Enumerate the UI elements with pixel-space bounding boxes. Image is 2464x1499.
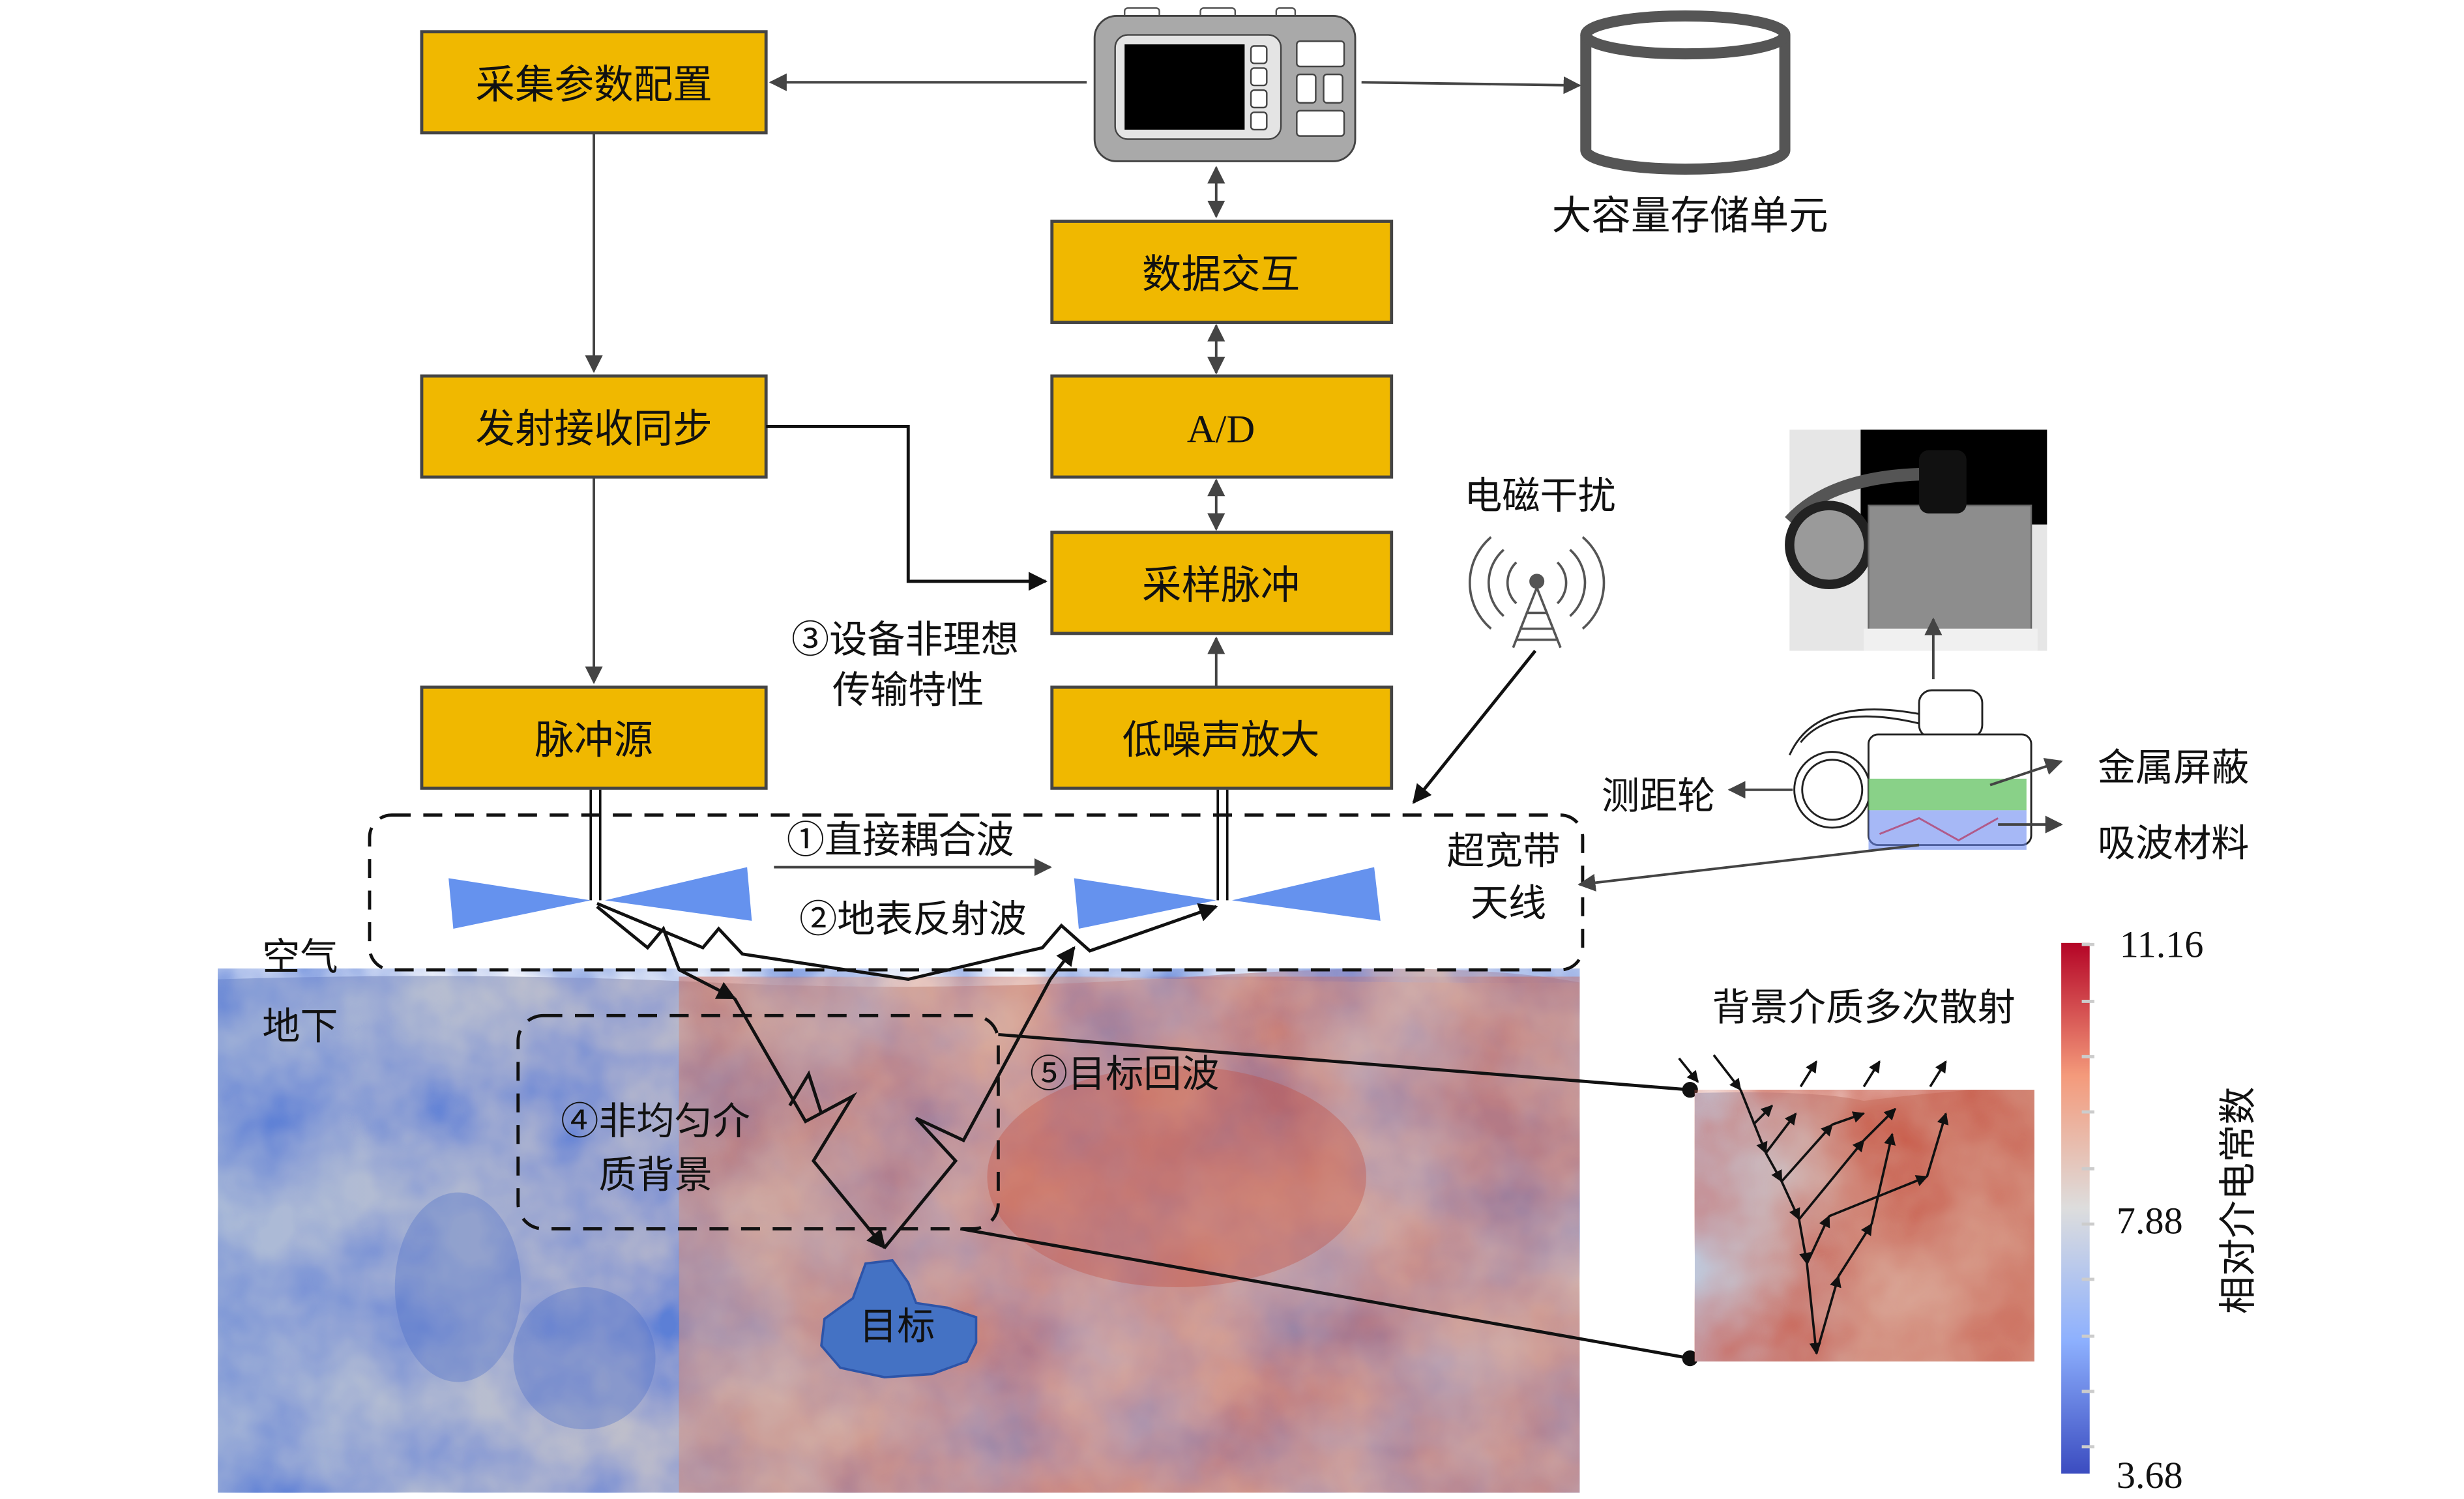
- arrow-device-to-storage: [1361, 76, 1581, 95]
- surface-reflection-ray: [596, 902, 1218, 982]
- scattering-inset: [1694, 1090, 2034, 1361]
- underground-label: 地下: [262, 1004, 338, 1049]
- incident-ray: [596, 905, 737, 1000]
- emi-label: 电磁干扰: [1464, 473, 1616, 517]
- controller-device-icon: [1093, 7, 1357, 162]
- antenna-region-box: [368, 813, 1585, 972]
- arrow-emi-to-antenna: [1412, 650, 1537, 804]
- block-acq-config-label: 采集参数配置: [475, 62, 712, 108]
- gpr-cart-photo: [1785, 429, 2047, 651]
- absorber-label: 吸波材料: [2098, 821, 2250, 866]
- target-echo-ray: [883, 946, 1076, 1249]
- target-object: [820, 1259, 978, 1379]
- block-pulse-source: 脉冲源: [420, 685, 768, 790]
- zoom-connector-top: [998, 1032, 1690, 1092]
- tx-antenna-icon: [448, 867, 752, 929]
- zoom-connector-bottom: [960, 1227, 1691, 1360]
- gpr-cart-illustration: [1789, 689, 2032, 850]
- colorbar-max-label: 11.16: [2120, 924, 2204, 966]
- scattering-rays: [1678, 1054, 1949, 1355]
- direct-coupling-label: ①直接耦合波: [787, 818, 1014, 862]
- rx-antenna-icon: [1074, 867, 1381, 929]
- device-nonideal-label-line2: 传输特性: [832, 668, 984, 712]
- colorbar-title: 相对介电常数: [2216, 1086, 2260, 1314]
- block-acq-config: 采集参数配置: [420, 30, 768, 135]
- uwb-antenna-label-line1: 超宽带: [1447, 829, 1561, 873]
- connectors: [585, 73, 1581, 901]
- block-lna-label: 低噪声放大: [1122, 718, 1320, 763]
- multiple-scattering-label: 背景介质多次散射: [1712, 985, 2016, 1030]
- target-echo-label: ⑤目标回波: [1030, 1051, 1220, 1096]
- block-ad-label: A/D: [1187, 408, 1255, 452]
- block-tx-rx-sync-label: 发射接收同步: [475, 407, 712, 452]
- odometer-wheel-label: 测距轮: [1602, 774, 1715, 818]
- inhomogeneous-label-line1: ④非均匀介: [561, 1099, 750, 1143]
- device-nonideal-label-line1: ③设备非理想: [791, 617, 1019, 662]
- block-data-exchange: 数据交互: [1050, 220, 1394, 324]
- block-tx-rx-sync: 发射接收同步: [420, 374, 768, 479]
- radio-tower-icon: [1468, 536, 1606, 648]
- block-lna: 低噪声放大: [1050, 685, 1394, 790]
- uwb-antenna-label-line2: 天线: [1471, 881, 1546, 925]
- colorbar-mid-label: 7.88: [2117, 1200, 2183, 1242]
- air-label: 空气: [262, 935, 338, 979]
- surface-reflection-label: ②地表反射波: [799, 897, 1027, 941]
- inhomogeneous-region-box: [516, 1013, 1000, 1230]
- colorbar: 11.16 7.88 3.68 相对介电常数: [2061, 924, 2260, 1496]
- block-data-exchange-label: 数据交互: [1142, 252, 1300, 297]
- arrow-sync-to-sampling: [766, 425, 1048, 591]
- block-ad: A/D: [1050, 374, 1394, 479]
- block-sampling-pulse-label: 采样脉冲: [1142, 563, 1300, 609]
- metal-shield-label: 金属屏蔽: [2098, 745, 2250, 789]
- ray-to-target: [733, 997, 886, 1249]
- arrow-metal-shield: [1989, 758, 2063, 787]
- arrow-illustration-to-antenna: [1577, 843, 1920, 892]
- block-pulse-source-label: 脉冲源: [535, 718, 653, 763]
- storage-cylinder-icon: [1580, 10, 1791, 175]
- colorbar-min-label: 3.68: [2117, 1454, 2183, 1496]
- colorbar-gradient: [2061, 942, 2090, 1474]
- target-label: 目标: [859, 1304, 935, 1348]
- inhomogeneous-label-line2: 质背景: [598, 1152, 712, 1197]
- block-sampling-pulse: 采样脉冲: [1050, 531, 1394, 635]
- storage-label: 大容量存储单元: [1552, 194, 1828, 239]
